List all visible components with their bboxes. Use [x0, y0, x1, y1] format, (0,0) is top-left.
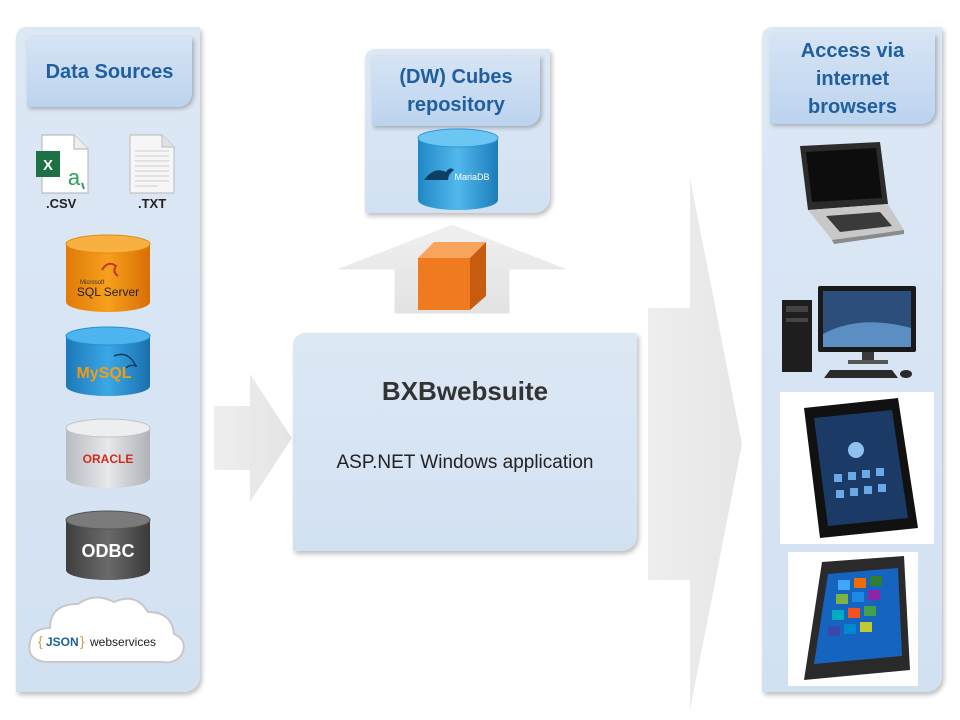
excel-icon: X a: [36, 134, 89, 194]
svg-text:a: a: [68, 165, 81, 190]
text-file-icon: [129, 134, 175, 194]
access-title-line1: Access via: [800, 40, 905, 62]
input-arrow: [214, 374, 292, 502]
tablet-icon: [780, 392, 934, 544]
svg-text:X: X: [43, 157, 53, 174]
smartphone-icon: [788, 552, 918, 686]
app-subtitle: ASP.NET Windows application: [336, 452, 594, 473]
cubes-title-line1: (DW) Cubes: [399, 66, 513, 88]
access-title-line3: browsers: [808, 96, 897, 118]
txt-label: .TXT: [138, 196, 167, 211]
svg-text:Microsoft: Microsoft: [80, 280, 105, 286]
svg-text:{: {: [38, 633, 43, 649]
mariadb-db-icon: MariaDB: [417, 128, 499, 210]
cubes-title: (DW) Cubes repository: [372, 56, 540, 126]
svg-text:ORACLE: ORACLE: [83, 452, 134, 466]
svg-text:JSON: JSON: [46, 635, 79, 649]
cubes-title-line2: repository: [407, 94, 505, 116]
json-cloud-icon: { JSON } webservices: [28, 596, 185, 664]
odbc-db-icon: ODBC: [65, 510, 151, 580]
data-sources-title-text: Data Sources: [45, 61, 174, 83]
app-box: [293, 333, 637, 551]
mysql-db-icon: MySQL: [65, 326, 151, 396]
desktop-icon: [782, 286, 916, 378]
output-arrow: [648, 178, 742, 710]
svg-text:SQL Server: SQL Server: [77, 285, 139, 299]
access-title: Access via internet browsers: [770, 34, 935, 124]
app-title: BXBwebsuite: [381, 376, 549, 406]
oracle-db-icon: ORACLE: [65, 418, 151, 488]
cube-icon: [418, 242, 486, 310]
sqlserver-db-icon: Microsoft SQL Server: [65, 234, 151, 312]
data-sources-title: Data Sources: [27, 37, 192, 107]
csv-label: .CSV: [46, 196, 77, 211]
svg-text:MySQL: MySQL: [76, 365, 131, 382]
svg-text:webservices: webservices: [89, 635, 156, 649]
svg-text:ODBC: ODBC: [82, 541, 135, 561]
svg-text:MariaDB: MariaDB: [454, 172, 489, 182]
access-title-line2: internet: [815, 68, 890, 90]
laptop-icon: [800, 142, 904, 244]
svg-text:}: }: [80, 633, 85, 649]
